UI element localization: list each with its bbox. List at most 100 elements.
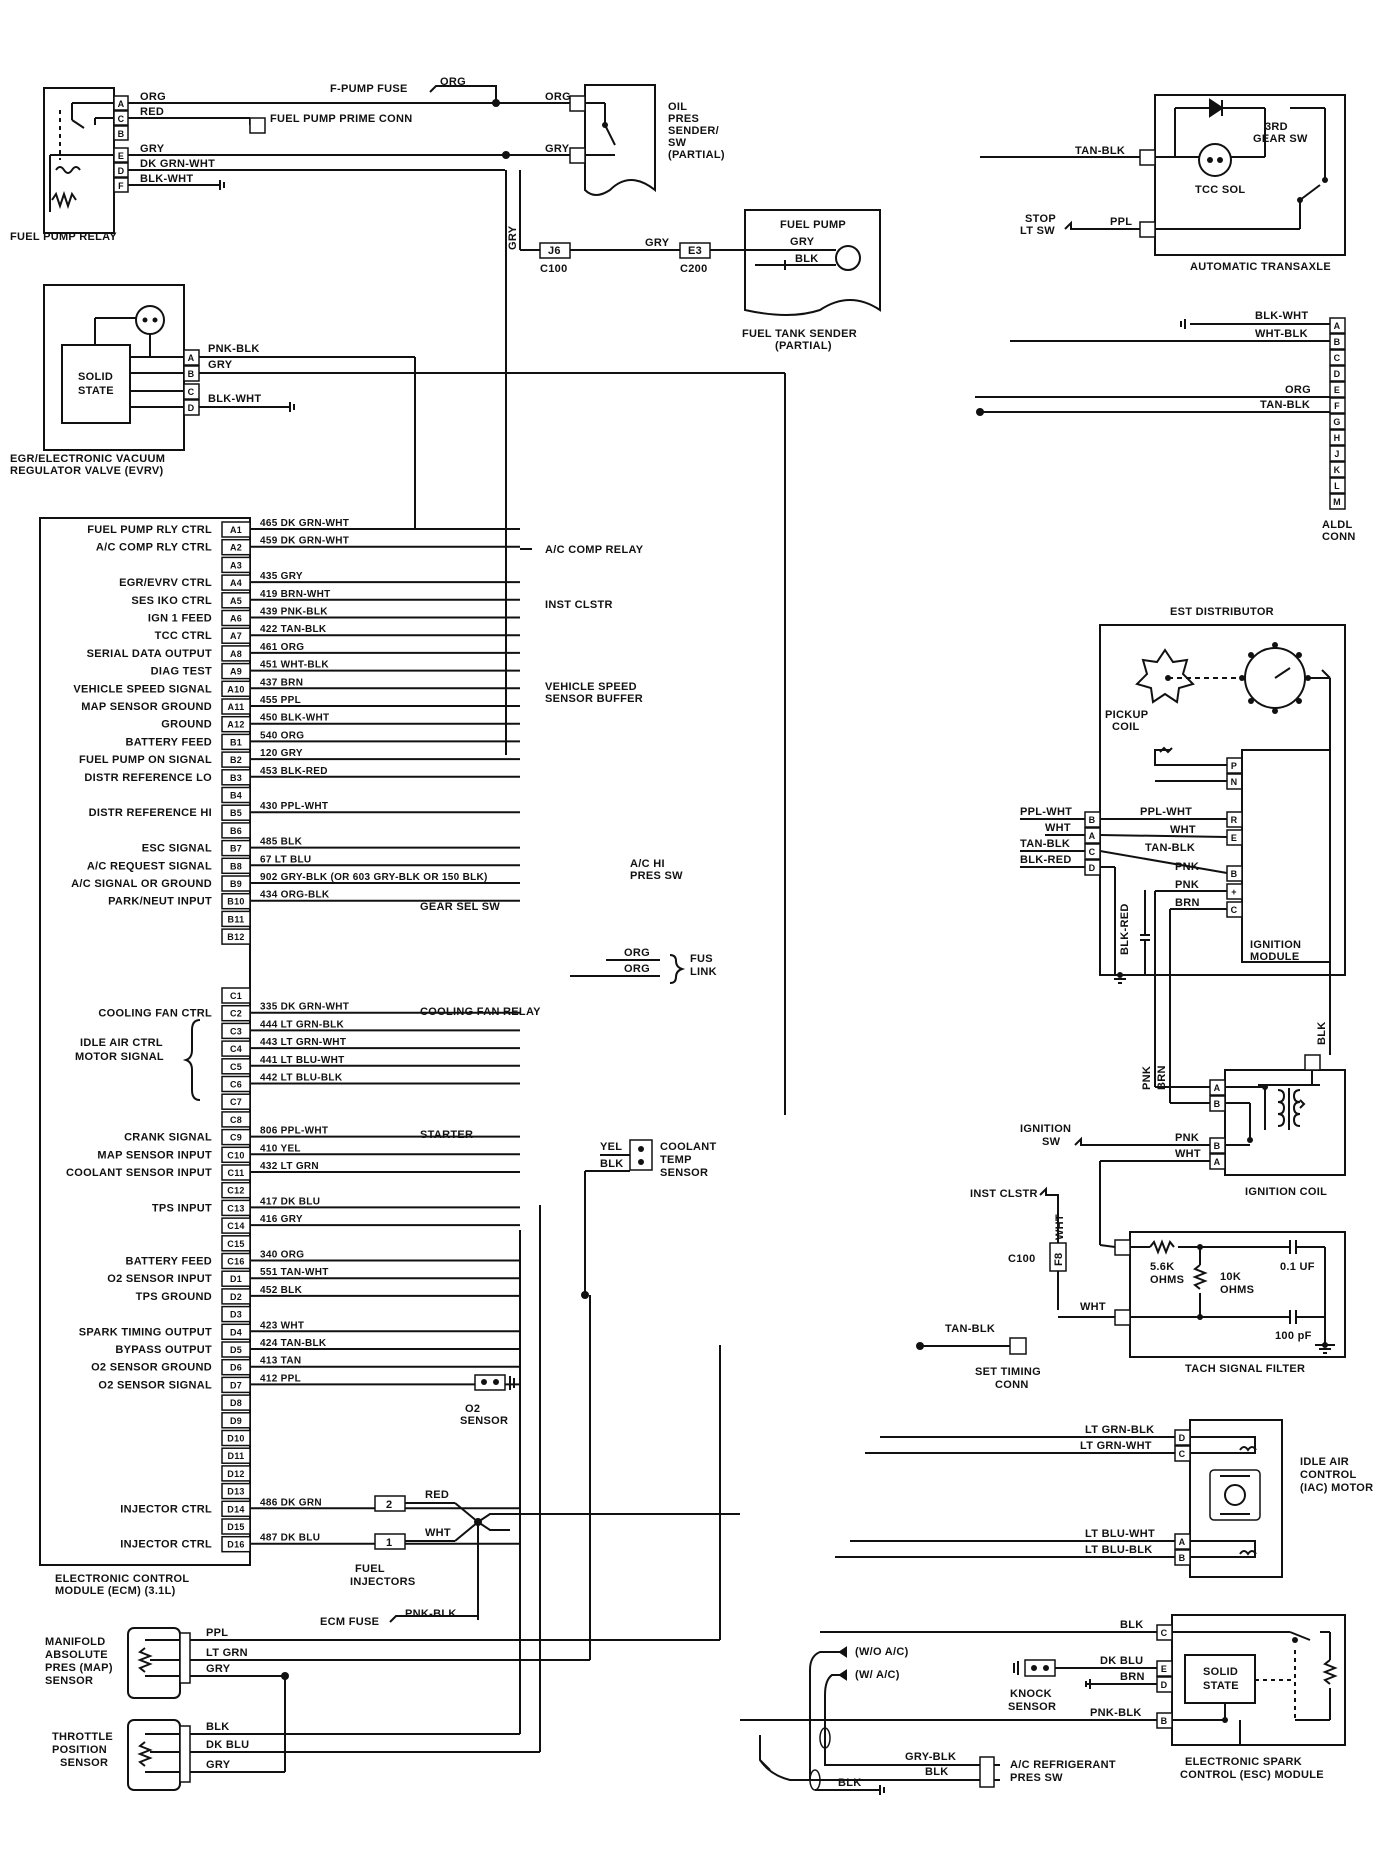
ecm-pin-a7: A7: [230, 631, 242, 641]
ecm-pin-d10: D10: [227, 1434, 244, 1444]
ecm-pin-c13: C13: [227, 1203, 244, 1213]
evrv-pin-a: A: [188, 353, 195, 363]
coolant-wire-blk: BLK: [600, 1158, 624, 1170]
o2-caption-2: SENSOR: [460, 1415, 508, 1427]
fuel-pump-prime-conn: FUEL PUMP PRIME CONN: [270, 113, 413, 125]
fus-link-2: LINK: [690, 966, 717, 978]
ecm-wire-b3: 453 BLK-RED: [260, 766, 328, 777]
ecm-wire-a11: 455 PPL: [260, 695, 301, 706]
trans-caption: AUTOMATIC TRANSAXLE: [1190, 261, 1331, 273]
esc-wire-pnk-blk: PNK-BLK: [1090, 1707, 1142, 1719]
ignition-module-1: IGNITION: [1250, 939, 1301, 951]
oil-caption-5: (PARTIAL): [668, 149, 725, 161]
ecm-pin-box-b12: [221, 928, 251, 945]
ecm-pin-d4: D4: [230, 1327, 242, 1337]
oil-caption-4: SW: [668, 137, 687, 149]
iac-wire-lt-grn-blk: LT GRN-BLK: [1085, 1424, 1154, 1436]
coil-pin-b1: B: [1214, 1099, 1221, 1109]
ecm-pin-d5: D5: [230, 1345, 242, 1355]
trans-3rd-gear-sw-2: GEAR SW: [1253, 133, 1308, 145]
ecm-pin-c4: C4: [230, 1044, 242, 1054]
f-pump-fuse: F-PUMP FUSE: [330, 83, 408, 95]
ecm-wire-c2: 335 DK GRN-WHT: [260, 1002, 349, 1013]
tach-c2: 100 pF: [1275, 1330, 1312, 1342]
ecm-wire-d6: 413 TAN: [260, 1356, 301, 1367]
injector-1: 1: [386, 1537, 392, 1549]
ecm-wire-d16: 487 DK BLU: [260, 1533, 320, 1544]
ecm-pin-box-d10: [221, 1429, 251, 1447]
set-timing-2: CONN: [995, 1379, 1029, 1391]
ecm-wire-a12: 450 BLK-WHT: [260, 713, 329, 724]
ecm-wire-b7: 485 BLK: [260, 837, 303, 848]
coolant-wire-yel: YEL: [600, 1141, 622, 1153]
tach-signal-filter: 5.6K OHMS 10K OHMS 0.1 UF 100 pF: [1114, 1231, 1346, 1358]
ecm-wire-b9: 902 GRY-BLK (OR 603 GRY-BLK OR 150 BLK): [260, 872, 488, 883]
ac-wire-blk2: BLK: [838, 1777, 862, 1789]
ecm-pin-c1: C1: [230, 991, 242, 1001]
iac-label-2: MOTOR SIGNAL: [75, 1051, 164, 1063]
o2-sensor: O2 SENSOR: [460, 1374, 515, 1427]
dest-ac-comp-relay: A/C COMP RELAY: [545, 544, 644, 556]
relay-wire-gry: GRY: [140, 143, 165, 155]
relay-pin-f: F: [118, 181, 124, 191]
ecm-pin-b4: B4: [230, 791, 242, 801]
module-wire-wht: WHT: [1170, 824, 1196, 836]
tps-caption-2: POSITION: [52, 1744, 107, 1756]
evrv-pin-d: D: [188, 403, 195, 413]
aldl-pin-c: C: [1334, 353, 1341, 363]
aldl-pin-k: K: [1334, 465, 1341, 475]
pickup-pin-n: N: [1231, 777, 1238, 787]
ecm-wire-a8: 461 ORG: [260, 642, 304, 653]
ecm-fuse: ECM FUSE: [320, 1616, 379, 1628]
ecm-pin-a10: A10: [227, 684, 244, 694]
ecm-pin-box-d8: [221, 1394, 251, 1411]
ecm-fuse-wire: PNK-BLK: [405, 1608, 457, 1620]
relay-pin-c: C: [118, 114, 125, 124]
ecm-pin-c11: C11: [228, 1168, 245, 1178]
map-wire-lt-grn: LT GRN: [206, 1647, 248, 1659]
ecm-wire-a9: 451 WHT-BLK: [260, 660, 329, 671]
tps-wire-blk: BLK: [206, 1721, 230, 1733]
ecm-wire-d1: 551 TAN-WHT: [260, 1267, 329, 1278]
ecm-pin-b8: B8: [230, 861, 242, 871]
ecm-label-d16: INJECTOR CTRL: [120, 1539, 212, 1551]
aldl-pin-g: G: [1333, 417, 1340, 427]
knock-sensor-2: SENSOR: [1008, 1701, 1056, 1713]
esc-wire-blk: BLK: [1120, 1619, 1144, 1631]
iac-caption-2: CONTROL: [1300, 1469, 1356, 1481]
dest-starter: STARTER: [420, 1129, 473, 1141]
tps-caption-1: THROTTLE: [52, 1731, 113, 1743]
esc-solid-2: STATE: [1203, 1680, 1239, 1692]
ign-sw-1: IGNITION: [1020, 1123, 1071, 1135]
coil-wire-wht: WHT: [1175, 1148, 1201, 1160]
ecm-wire-c14: 416 GRY: [260, 1214, 303, 1225]
ecm-wire-a2: 459 DK GRN-WHT: [260, 536, 349, 547]
ecm-label-a11: MAP SENSOR GROUND: [81, 701, 212, 713]
module-pin-b: B: [1231, 869, 1238, 879]
trans-3rd-gear-sw: 3RD: [1265, 121, 1288, 133]
oil-caption-2: PRES: [668, 113, 699, 125]
ecm-pin-box-b4: [221, 786, 251, 804]
ecm-wire-a7: 422 TAN-BLK: [260, 624, 327, 635]
aldl-pin-d: D: [1334, 369, 1341, 379]
ecm-label-c9: CRANK SIGNAL: [124, 1132, 212, 1144]
ecm-wire-c4: 443 LT GRN-WHT: [260, 1037, 346, 1048]
dest-vss-buffer-1: VEHICLE SPEED: [545, 681, 637, 693]
evrv-solid-2: STATE: [78, 385, 114, 397]
tank-wire-blk: BLK: [795, 253, 819, 265]
aldl-pin-a: A: [1334, 321, 1341, 331]
conn-j6: J6: [548, 245, 561, 257]
module-pin-plus: +: [1231, 887, 1237, 897]
ecm-label-c13: TPS INPUT: [152, 1202, 212, 1214]
coil-v-brn: BRN: [1156, 1065, 1168, 1090]
esc-pin-c: C: [1161, 1628, 1168, 1638]
ecm-pin-a6: A6: [230, 614, 242, 624]
ecm-wire-b8: 67 LT BLU: [260, 854, 311, 865]
ecm-label-b1: BATTERY FEED: [125, 736, 212, 748]
dest-ac-hi-pres-1: A/C HI: [630, 858, 665, 870]
ecm-pin-d7: D7: [230, 1380, 242, 1390]
ecm-label-b5: DISTR REFERENCE HI: [89, 807, 212, 819]
ecm-pin-c10: C10: [227, 1150, 244, 1160]
